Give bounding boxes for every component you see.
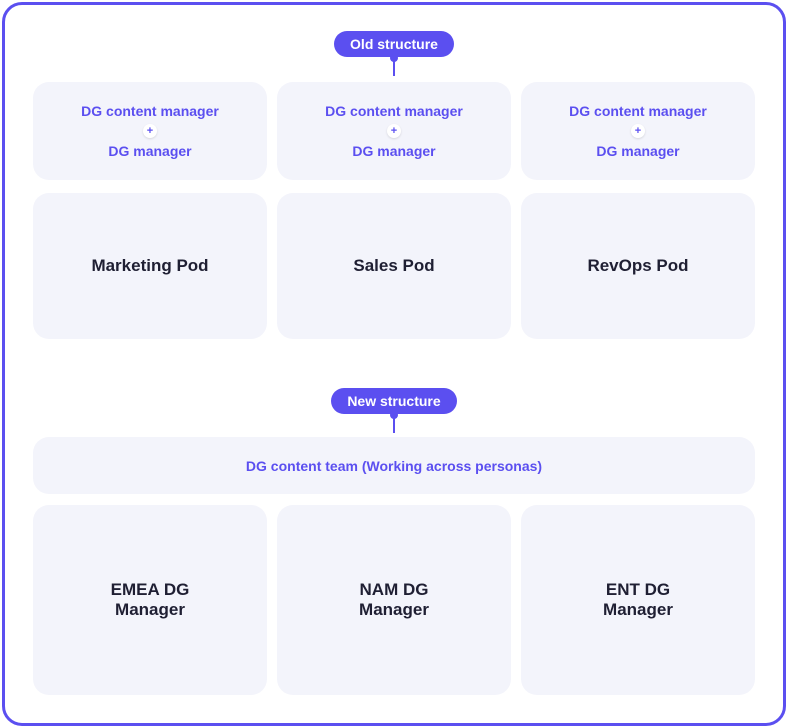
old-structure-label: Old structure bbox=[334, 31, 454, 57]
role-top: DG content manager bbox=[81, 103, 219, 119]
manager-card-ent: ENT DG Manager bbox=[521, 505, 755, 695]
role-card-2: DG content manager + DG manager bbox=[277, 82, 511, 180]
pod-card-revops: RevOps Pod bbox=[521, 193, 755, 339]
manager-label: ENT DG Manager bbox=[603, 580, 673, 619]
content-team-card: DG content team (Working across personas… bbox=[33, 437, 755, 494]
role-top: DG content manager bbox=[569, 103, 707, 119]
pod-label: Sales Pod bbox=[353, 256, 435, 275]
manager-card-emea: EMEA DG Manager bbox=[33, 505, 267, 695]
manager-label: NAM DG Manager bbox=[359, 580, 429, 619]
plus-icon: + bbox=[387, 124, 401, 138]
pod-label: RevOps Pod bbox=[587, 256, 689, 275]
old-structure-connector-dot bbox=[390, 54, 398, 62]
pod-label: Marketing Pod bbox=[91, 256, 209, 275]
pod-card-sales: Sales Pod bbox=[277, 193, 511, 339]
new-structure-connector-dot bbox=[390, 411, 398, 419]
content-team-label: DG content team (Working across personas… bbox=[245, 457, 543, 474]
manager-card-nam: NAM DG Manager bbox=[277, 505, 511, 695]
role-bottom: DG manager bbox=[108, 143, 192, 159]
old-structure-connector bbox=[393, 56, 395, 76]
new-structure-label: New structure bbox=[331, 388, 457, 414]
manager-label: EMEA DG Manager bbox=[110, 580, 190, 619]
role-card-1: DG content manager + DG manager bbox=[33, 82, 267, 180]
pod-card-marketing: Marketing Pod bbox=[33, 193, 267, 339]
plus-icon: + bbox=[631, 124, 645, 138]
new-structure-connector bbox=[393, 413, 395, 433]
role-bottom: DG manager bbox=[352, 143, 436, 159]
role-bottom: DG manager bbox=[596, 143, 680, 159]
plus-icon: + bbox=[143, 124, 157, 138]
role-card-3: DG content manager + DG manager bbox=[521, 82, 755, 180]
role-top: DG content manager bbox=[325, 103, 463, 119]
